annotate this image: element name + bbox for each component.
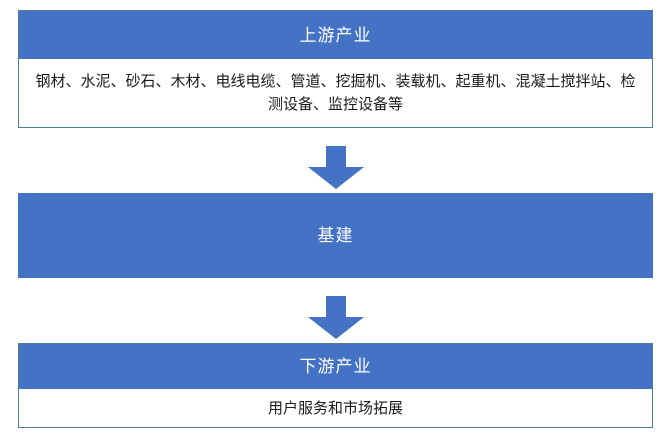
midstream-infrastructure-box: 基建 [18, 193, 653, 278]
arrow-down-icon [304, 296, 368, 340]
upstream-body: 钢材、水泥、砂石、木材、电线电缆、管道、挖掘机、装载机、起重机、混凝土搅拌站、检… [19, 59, 652, 127]
midstream-header-label: 基建 [18, 193, 653, 278]
downstream-header-label: 下游产业 [19, 344, 652, 389]
upstream-header-label: 上游产业 [19, 11, 652, 59]
upstream-body-text: 钢材、水泥、砂石、木材、电线电缆、管道、挖掘机、装载机、起重机、混凝土搅拌站、检… [35, 73, 636, 113]
downstream-body-text: 用户服务和市场拓展 [267, 399, 403, 417]
arrow-down-icon [304, 146, 368, 190]
downstream-body: 用户服务和市场拓展 [19, 389, 652, 427]
downstream-industry-box: 下游产业 用户服务和市场拓展 [18, 343, 653, 428]
upstream-industry-box: 上游产业 钢材、水泥、砂石、木材、电线电缆、管道、挖掘机、装载机、起重机、混凝土… [18, 10, 653, 128]
